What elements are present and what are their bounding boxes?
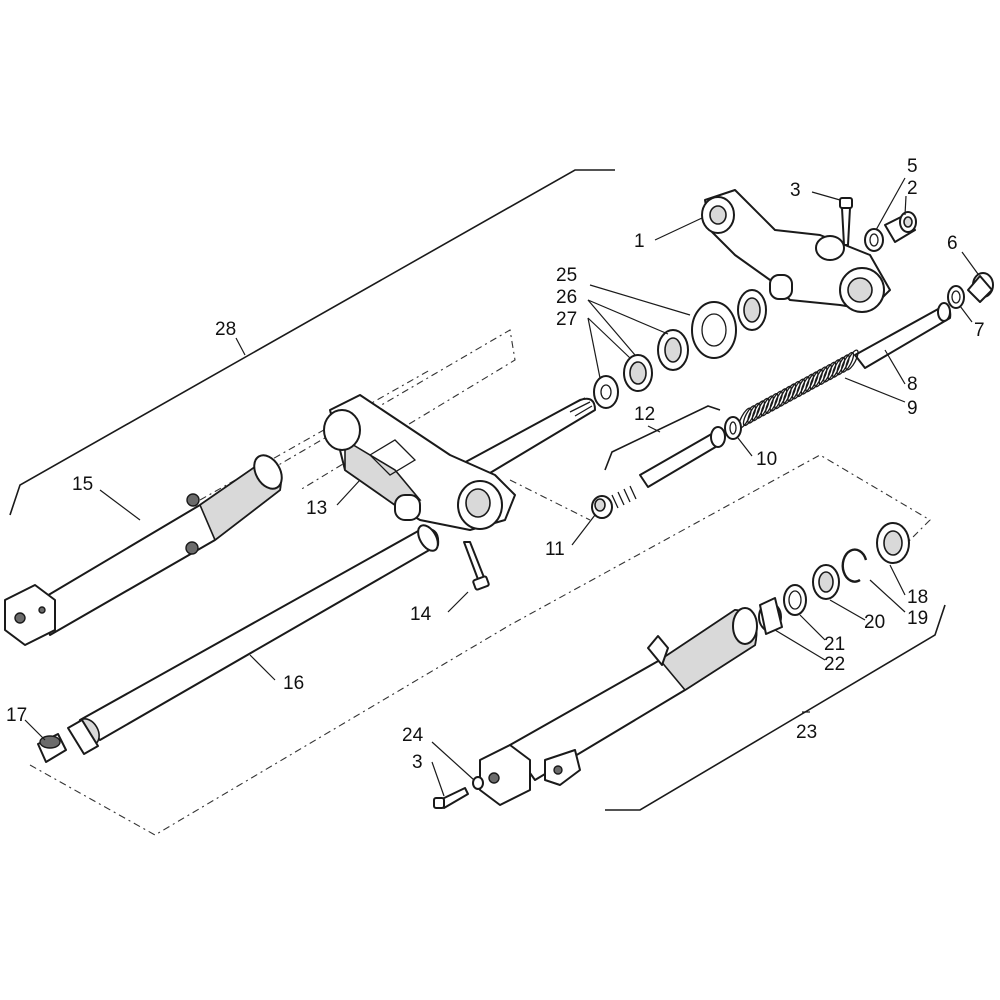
part-20-seal (812, 564, 840, 600)
part-15-fork-slider-left (4, 454, 283, 646)
assembly-bracket-23 (605, 604, 946, 811)
part-24-washer (472, 776, 484, 790)
assembly-bracket-12 (604, 405, 721, 471)
callout-5: 5 (907, 156, 918, 177)
callout-2: 2 (907, 178, 918, 199)
callout-24: 24 (402, 725, 424, 746)
assembly-bracket-28 (9, 169, 615, 516)
dashed-outline-lower (29, 454, 931, 836)
part-25-dust-seal (691, 289, 767, 359)
callout-19: 19 (907, 608, 928, 629)
part-9-spring (738, 349, 859, 429)
part-18-dust-cover (876, 522, 910, 564)
part-26-bearing (623, 329, 689, 392)
callout-23: 23 (796, 722, 817, 743)
part-22-bush (758, 597, 783, 635)
part-2-plug (884, 211, 917, 243)
callout-1: 1 (634, 231, 645, 252)
part-23-fork-slider-right (479, 607, 758, 806)
callout-26: 26 (556, 287, 577, 308)
callout-20: 20 (864, 612, 885, 633)
callout-10: 10 (756, 449, 777, 470)
part-3-screw-top (839, 197, 853, 246)
callout-15: 15 (72, 474, 93, 495)
callout-27: 27 (556, 309, 577, 330)
callout-17: 17 (6, 705, 27, 726)
spring-coil (845, 349, 859, 371)
callout-7: 7 (974, 320, 985, 341)
part-11-valve (591, 485, 637, 519)
part-27-washer (593, 375, 619, 409)
part-1-upper-yoke (701, 189, 891, 313)
part-17-bush (37, 733, 67, 763)
part-16-fork-tube (67, 524, 440, 755)
part-5-washer (864, 228, 884, 252)
part-6-cap (967, 272, 994, 303)
part-7-o-ring (947, 285, 965, 309)
callout-21: 21 (824, 634, 845, 655)
callout-8: 8 (907, 374, 918, 395)
callout-labels: 1 2 3 3 5 6 7 8 9 10 11 12 13 14 15 16 1… (6, 156, 985, 773)
callout-12: 12 (634, 404, 655, 425)
part-13-lower-yoke (323, 394, 596, 531)
callout-22: 22 (824, 654, 845, 675)
part-21-washer (783, 584, 807, 616)
callout-9: 9 (907, 398, 918, 419)
part-8-tube (854, 302, 952, 369)
leader-lines (24, 177, 979, 797)
part-3-screw-bottom (433, 787, 469, 809)
callout-11: 11 (545, 539, 565, 560)
part-12-damper-rod (639, 426, 726, 488)
dashed-outline-upper (269, 329, 516, 491)
part-10-ring (724, 416, 742, 440)
callout-13: 13 (306, 498, 327, 519)
callout-18: 18 (907, 587, 928, 608)
callout-28: 28 (215, 319, 236, 340)
callout-16: 16 (283, 673, 304, 694)
dashed-centerlines (199, 369, 591, 521)
callout-6: 6 (947, 233, 958, 254)
callout-3-bottom: 3 (412, 752, 423, 773)
part-14-bolt (463, 541, 490, 591)
callout-14: 14 (410, 604, 432, 625)
part-19-circlip (841, 548, 868, 583)
callout-3-top: 3 (790, 180, 801, 201)
callout-25: 25 (556, 265, 577, 286)
